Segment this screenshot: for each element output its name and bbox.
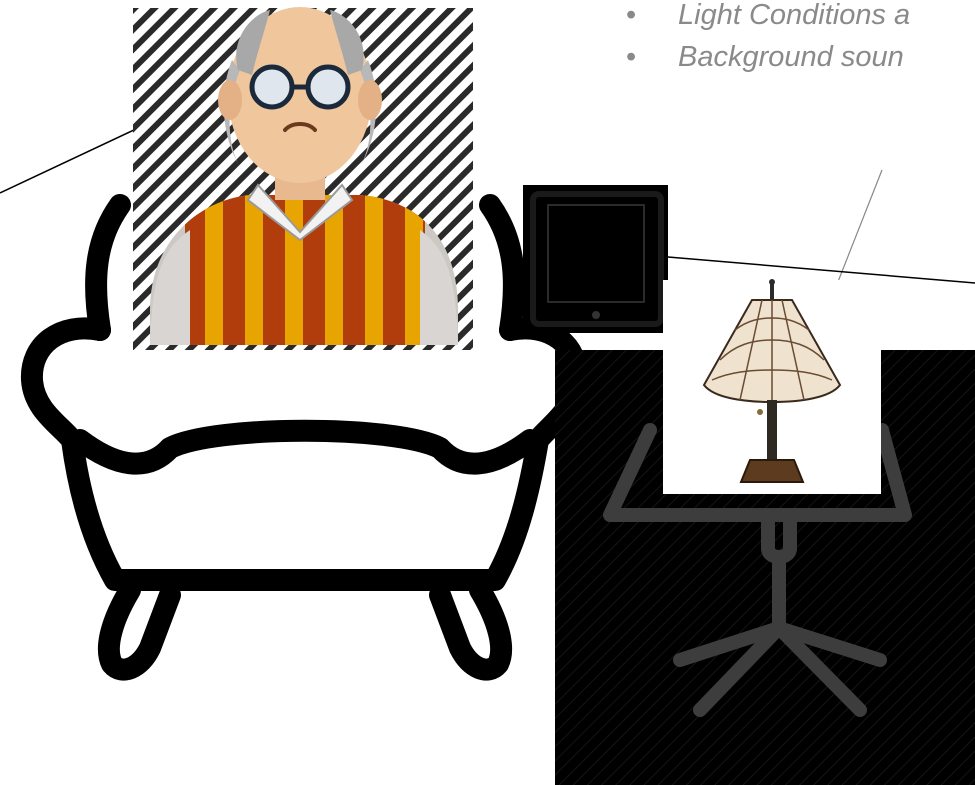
connector-line-tablet: [668, 257, 975, 283]
tablet-icon: [523, 185, 668, 333]
elderly-man-icon: [133, 7, 473, 350]
table-lamp-icon: [663, 279, 881, 494]
